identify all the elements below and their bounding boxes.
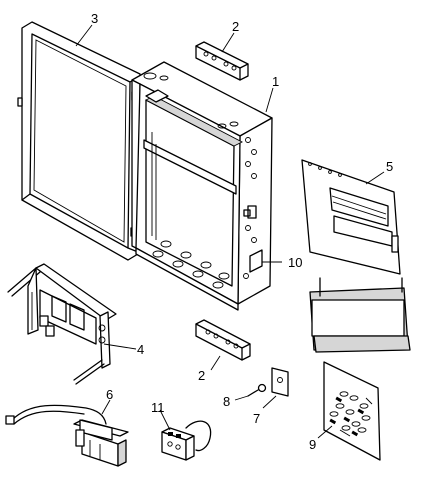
callout-7: 7	[253, 411, 260, 426]
callout-5: 5	[386, 159, 393, 174]
part-5-inner-panel	[301, 159, 411, 353]
part-2-bracket-lower	[195, 319, 251, 361]
part-2-bracket-top	[195, 41, 249, 81]
callout-11: 11	[151, 400, 165, 415]
callout-10: 10	[288, 255, 302, 270]
part-11-terminal-block	[161, 420, 212, 461]
part-4-terminal-bracket	[7, 263, 117, 385]
callout-4: 4	[137, 342, 144, 357]
part-7-plate	[271, 367, 289, 397]
callout-8: 8	[223, 394, 230, 409]
callout-leaders	[75, 24, 385, 439]
part-3-door	[17, 21, 141, 261]
part-9-hardware-bag	[323, 361, 381, 461]
callout-2-top: 2	[232, 19, 239, 34]
callout-1: 1	[272, 74, 279, 89]
part-8-screw	[247, 383, 267, 397]
callout-9: 9	[309, 437, 316, 452]
callout-3: 3	[91, 11, 98, 26]
callout-2-lower: 2	[198, 368, 205, 383]
part-6-transformer	[5, 404, 129, 467]
part-1-enclosure	[131, 61, 273, 311]
callout-6: 6	[106, 387, 113, 402]
